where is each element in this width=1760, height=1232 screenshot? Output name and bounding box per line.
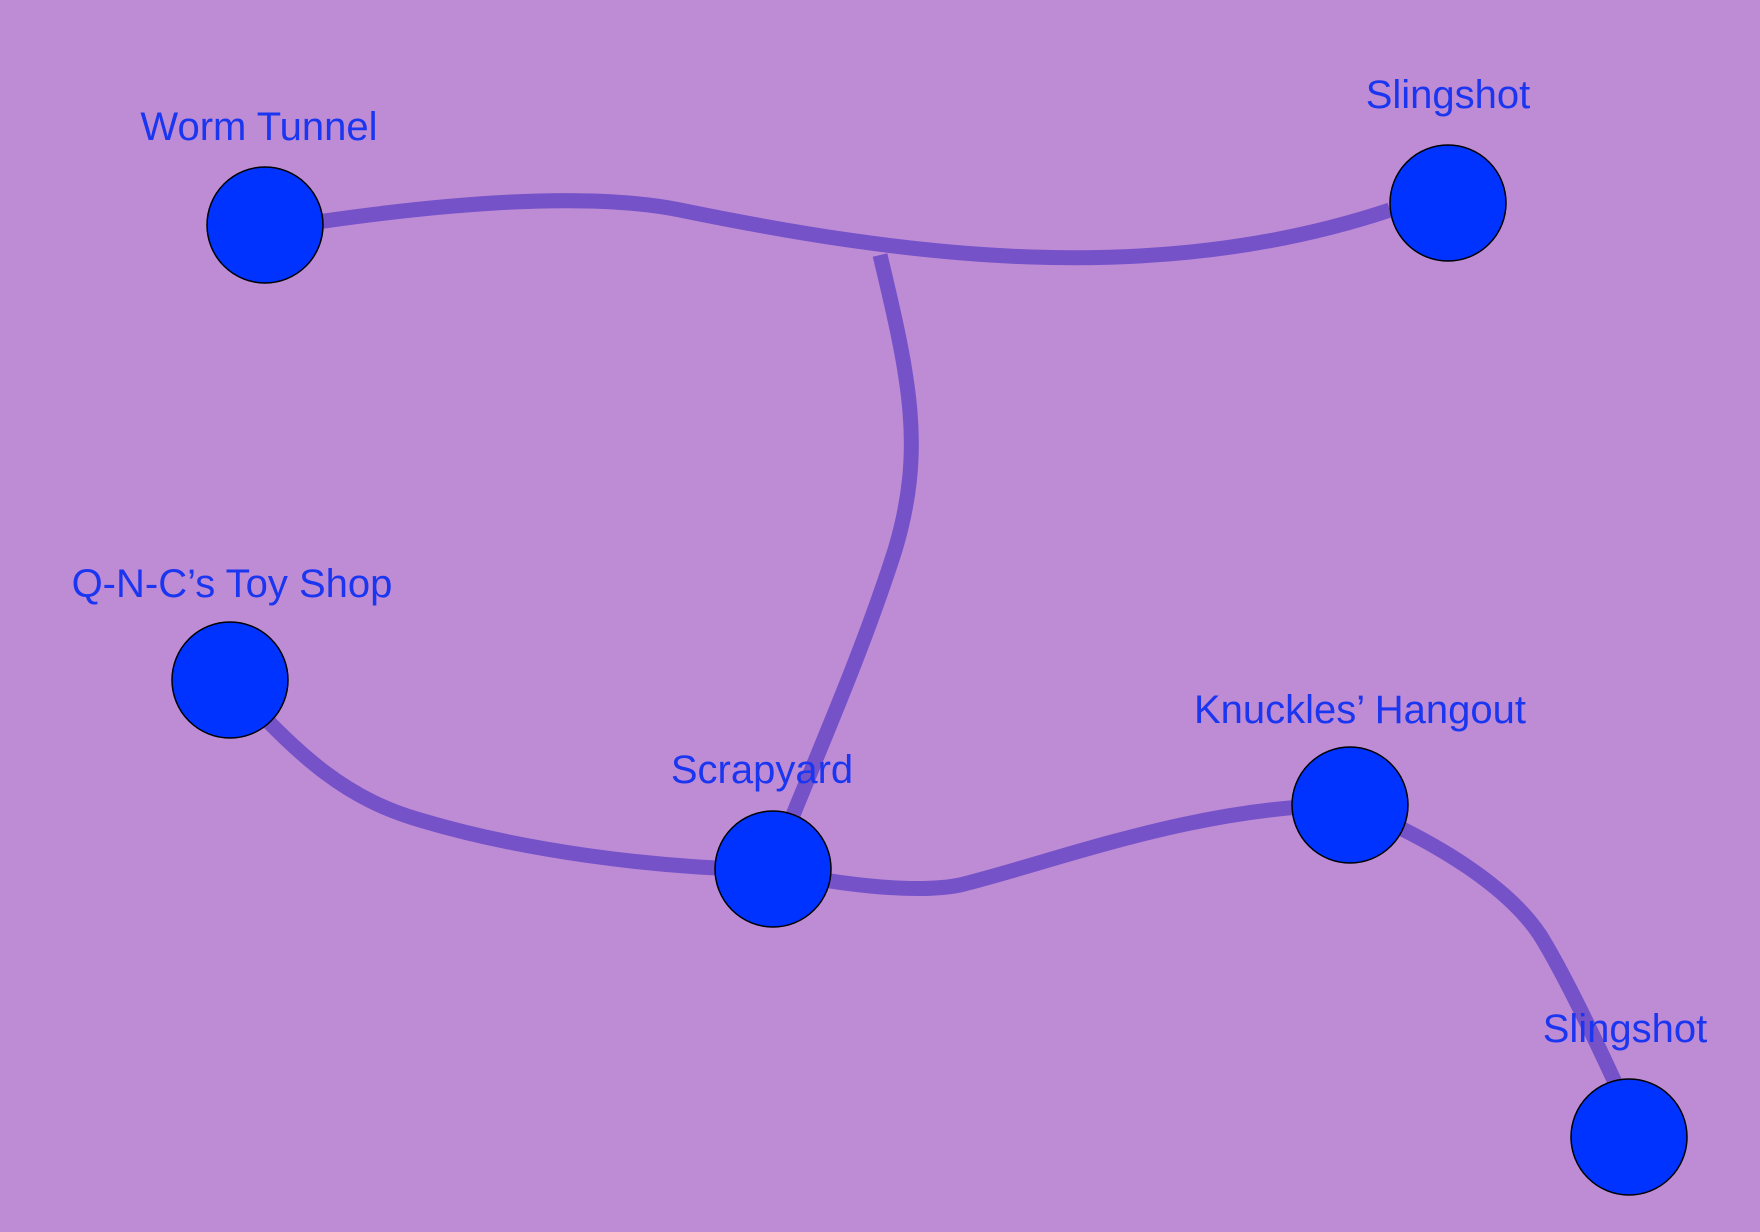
paths-layer <box>224 193 1637 1119</box>
node-worm-tunnel[interactable]: Worm Tunnel <box>140 105 378 284</box>
location-label-slingshot: Slingshot <box>1366 73 1531 117</box>
location-node-slingshot[interactable] <box>1389 144 1507 262</box>
node-slingshot-top[interactable]: Slingshot <box>1366 73 1531 262</box>
node-knuckles-hangout[interactable]: Knuckles’ Hangout <box>1194 688 1526 864</box>
node-qnc-toy-shop[interactable]: Q-N-C’s Toy Shop <box>72 562 393 739</box>
location-label-worm-tunnel: Worm Tunnel <box>140 105 377 149</box>
location-label-knuckles-hangout: Knuckles’ Hangout <box>1194 688 1526 732</box>
location-node-qnc-toy-shop[interactable] <box>171 621 289 739</box>
path-knuckles-hangout-to-slingshot <box>1347 798 1637 1119</box>
location-node-slingshot[interactable] <box>1570 1078 1688 1196</box>
path-scrapyard-to-knuckles-hangout <box>768 797 1351 896</box>
path-toy-shop-to-scrapyard <box>224 675 771 878</box>
location-label-scrapyard: Scrapyard <box>671 748 853 792</box>
location-node-knuckles-hangout[interactable] <box>1291 746 1409 864</box>
location-label-slingshot: Slingshot <box>1543 1007 1708 1051</box>
path-scrapyard-to-main-route <box>768 253 919 863</box>
node-slingshot-bottom[interactable]: Slingshot <box>1543 1007 1708 1196</box>
path-worm-tunnel-to-slingshot <box>263 193 1393 266</box>
node-scrapyard[interactable]: Scrapyard <box>671 748 853 928</box>
location-label-qnc-toy-shop: Q-N-C’s Toy Shop <box>72 562 393 606</box>
location-node-scrapyard[interactable] <box>714 810 832 928</box>
location-node-worm-tunnel[interactable] <box>206 166 324 284</box>
